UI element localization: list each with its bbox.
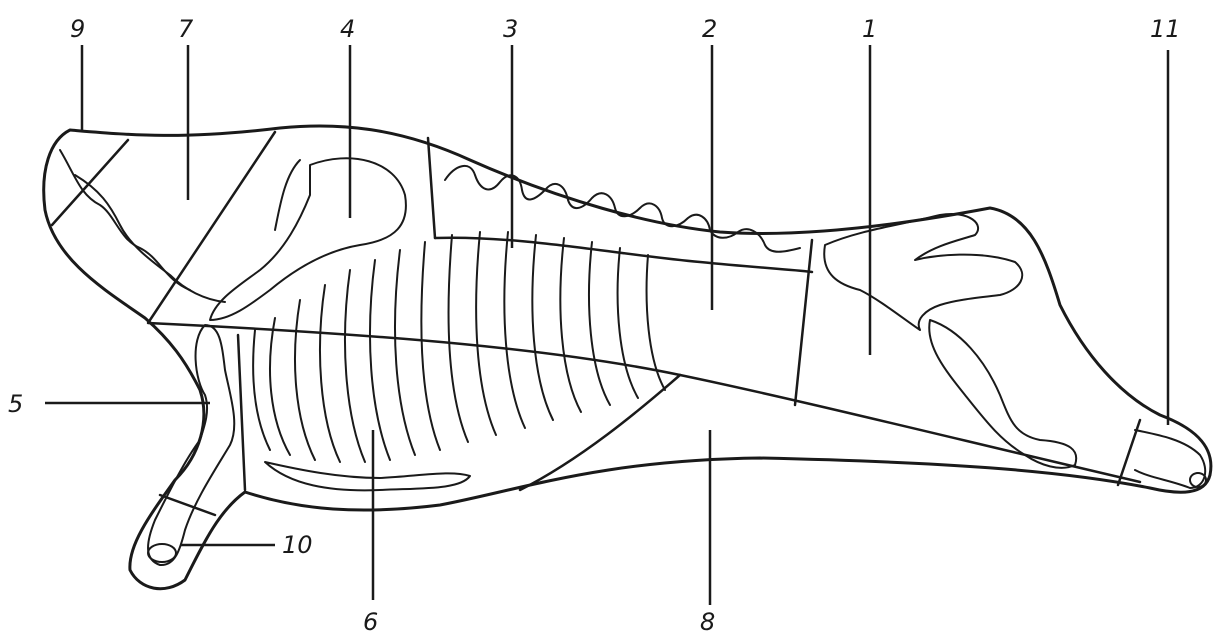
rib	[395, 250, 415, 455]
rib	[618, 248, 638, 398]
label-5: 5	[8, 390, 23, 418]
cut-line-back-inner	[435, 238, 812, 272]
rib	[476, 232, 496, 435]
foreshank-bone	[148, 325, 234, 565]
rib	[560, 238, 581, 412]
label-7: 7	[178, 15, 194, 43]
label-10: 10	[282, 531, 313, 559]
label-6: 6	[363, 608, 378, 636]
label-4: 4	[340, 15, 355, 43]
shank-bone	[1135, 430, 1205, 488]
rib	[270, 318, 290, 455]
cut-line-brisket-rear	[238, 335, 245, 490]
rib	[295, 300, 315, 460]
label-11: 11	[1150, 15, 1181, 43]
femur	[929, 320, 1076, 468]
rib	[253, 330, 270, 450]
pelvis	[824, 214, 1022, 330]
rib	[421, 242, 440, 450]
label-8: 8	[700, 608, 715, 636]
sternum	[265, 462, 470, 490]
label-2: 2	[702, 15, 717, 43]
rib	[589, 242, 610, 405]
rib	[345, 270, 365, 462]
label-1: 1	[862, 15, 877, 43]
carcass-outline	[44, 126, 1211, 589]
shoulder-blade	[210, 158, 406, 320]
shoulder-ridge	[275, 160, 300, 230]
rib	[449, 235, 468, 442]
ribs	[253, 232, 665, 462]
rib	[320, 285, 340, 462]
label-9: 9	[70, 15, 85, 43]
cut-line-rib-front	[428, 138, 435, 238]
rib	[504, 232, 525, 428]
label-3: 3	[503, 15, 518, 43]
cut-line-chuck-front	[150, 132, 275, 320]
cut-line-loin-rear	[795, 240, 812, 405]
foreshank-knuckle	[148, 544, 176, 562]
cut-line-foreshank	[160, 495, 215, 515]
cut-line-main-horizontal	[148, 323, 1140, 482]
rib	[532, 235, 553, 420]
cut-line-neck-front	[52, 140, 128, 225]
